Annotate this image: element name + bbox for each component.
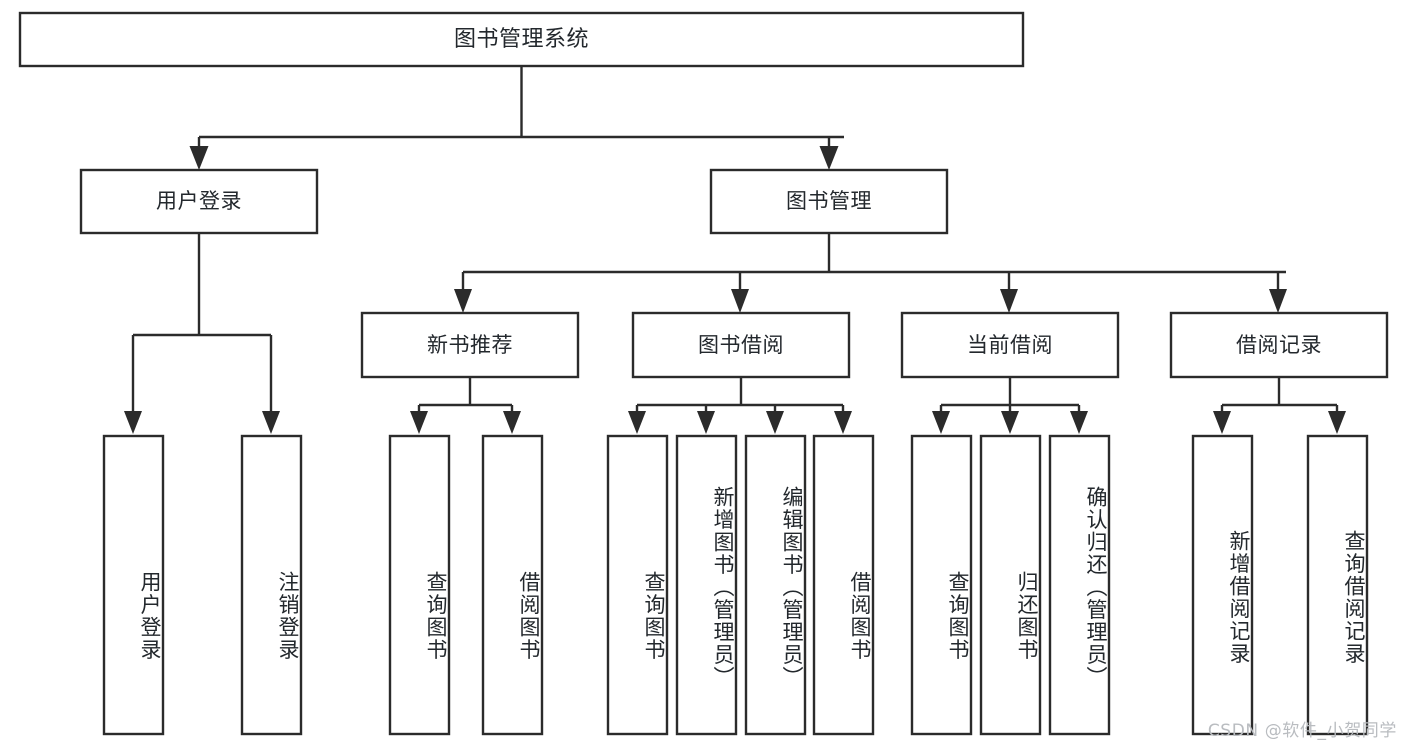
node-label-leaf-add-record: 新增借阅记录 xyxy=(1227,529,1251,665)
arrowhead-book-management xyxy=(819,146,839,170)
arrowhead-leaf-borrow-book-1 xyxy=(503,411,521,434)
node-label-leaf-query-book-2: 查询图书 xyxy=(642,570,666,661)
node-box-leaf-add-record[interactable] xyxy=(1191,434,1254,736)
node-box-group xyxy=(18,11,1389,736)
node-label-leaf-user-logout: 注销登录 xyxy=(276,570,300,661)
node-box-borrow-record[interactable] xyxy=(1169,311,1389,379)
arrowhead-user-login xyxy=(189,146,209,170)
node-box-leaf-query-book-3[interactable] xyxy=(910,434,973,736)
node-label-borrow-record: 借阅记录 xyxy=(1236,332,1322,357)
node-box-leaf-edit-book[interactable] xyxy=(744,434,807,736)
node-box-leaf-query-book-1[interactable] xyxy=(388,434,451,736)
arrowhead-leaf-add-book xyxy=(697,411,715,434)
node-box-user-login[interactable] xyxy=(79,168,319,235)
arrowhead-leaf-user-logout xyxy=(262,411,280,434)
node-label-current-borrow: 当前借阅 xyxy=(967,332,1053,357)
node-box-leaf-confirm-return[interactable] xyxy=(1048,434,1111,736)
node-box-leaf-borrow-book-2[interactable] xyxy=(812,434,875,736)
arrowhead-leaf-query-book-1 xyxy=(410,411,428,434)
arrowhead-leaf-confirm-return xyxy=(1070,411,1088,434)
node-label-leaf-add-book: 新增图书（管理员） xyxy=(711,486,735,689)
node-box-leaf-query-record[interactable] xyxy=(1306,434,1369,736)
node-label-user-login: 用户登录 xyxy=(156,189,242,214)
arrowhead-leaf-query-record xyxy=(1328,411,1346,434)
node-label-book-borrow: 图书借阅 xyxy=(698,332,784,357)
node-box-book-borrow[interactable] xyxy=(631,311,851,379)
arrowhead-leaf-query-book-2 xyxy=(628,411,646,434)
node-label-leaf-borrow-book-1: 借阅图书 xyxy=(517,570,541,661)
node-label-new-book-recommend: 新书推荐 xyxy=(427,332,513,357)
node-label-leaf-confirm-return: 确认归还（管理员） xyxy=(1084,486,1108,689)
node-box-new-book-recommend[interactable] xyxy=(360,311,580,379)
node-box-leaf-user-logout[interactable] xyxy=(240,434,303,736)
node-box-current-borrow[interactable] xyxy=(900,311,1120,379)
node-label-leaf-edit-book: 编辑图书（管理员） xyxy=(780,486,804,689)
node-box-leaf-add-book[interactable] xyxy=(675,434,738,736)
node-label-root: 图书管理系统 xyxy=(453,26,589,52)
node-label-leaf-query-book-3: 查询图书 xyxy=(946,570,970,661)
node-label-book-management: 图书管理 xyxy=(786,189,872,214)
node-label-leaf-query-record: 查询借阅记录 xyxy=(1342,529,1366,665)
connector-group xyxy=(124,66,1346,434)
arrowhead-book-borrow xyxy=(731,289,749,313)
arrowhead-leaf-user-login xyxy=(124,411,142,434)
node-box-leaf-user-login[interactable] xyxy=(102,434,165,736)
node-label-leaf-user-login: 用户登录 xyxy=(138,570,162,661)
node-label-leaf-query-book-1: 查询图书 xyxy=(424,570,448,661)
arrowhead-leaf-borrow-book-2 xyxy=(834,411,852,434)
arrowhead-leaf-query-book-3 xyxy=(932,411,950,434)
node-box-leaf-query-book-2[interactable] xyxy=(606,434,669,736)
node-box-leaf-borrow-book-1[interactable] xyxy=(481,434,544,736)
node-label-leaf-return-book: 归还图书 xyxy=(1015,570,1039,661)
arrowhead-leaf-return-book xyxy=(1001,411,1019,434)
arrowhead-leaf-add-record xyxy=(1213,411,1231,434)
arrowhead-new-book-recommend xyxy=(454,289,472,313)
arrowhead-borrow-record xyxy=(1269,289,1287,313)
arrowhead-current-borrow xyxy=(1000,289,1018,313)
node-box-book-management[interactable] xyxy=(709,168,949,235)
node-label-leaf-borrow-book-2: 借阅图书 xyxy=(848,570,872,661)
node-box-root[interactable] xyxy=(18,11,1025,68)
arrowhead-leaf-edit-book xyxy=(766,411,784,434)
node-box-leaf-return-book[interactable] xyxy=(979,434,1042,736)
watermark-text: CSDN @软件_小贺同学 xyxy=(1207,721,1397,741)
